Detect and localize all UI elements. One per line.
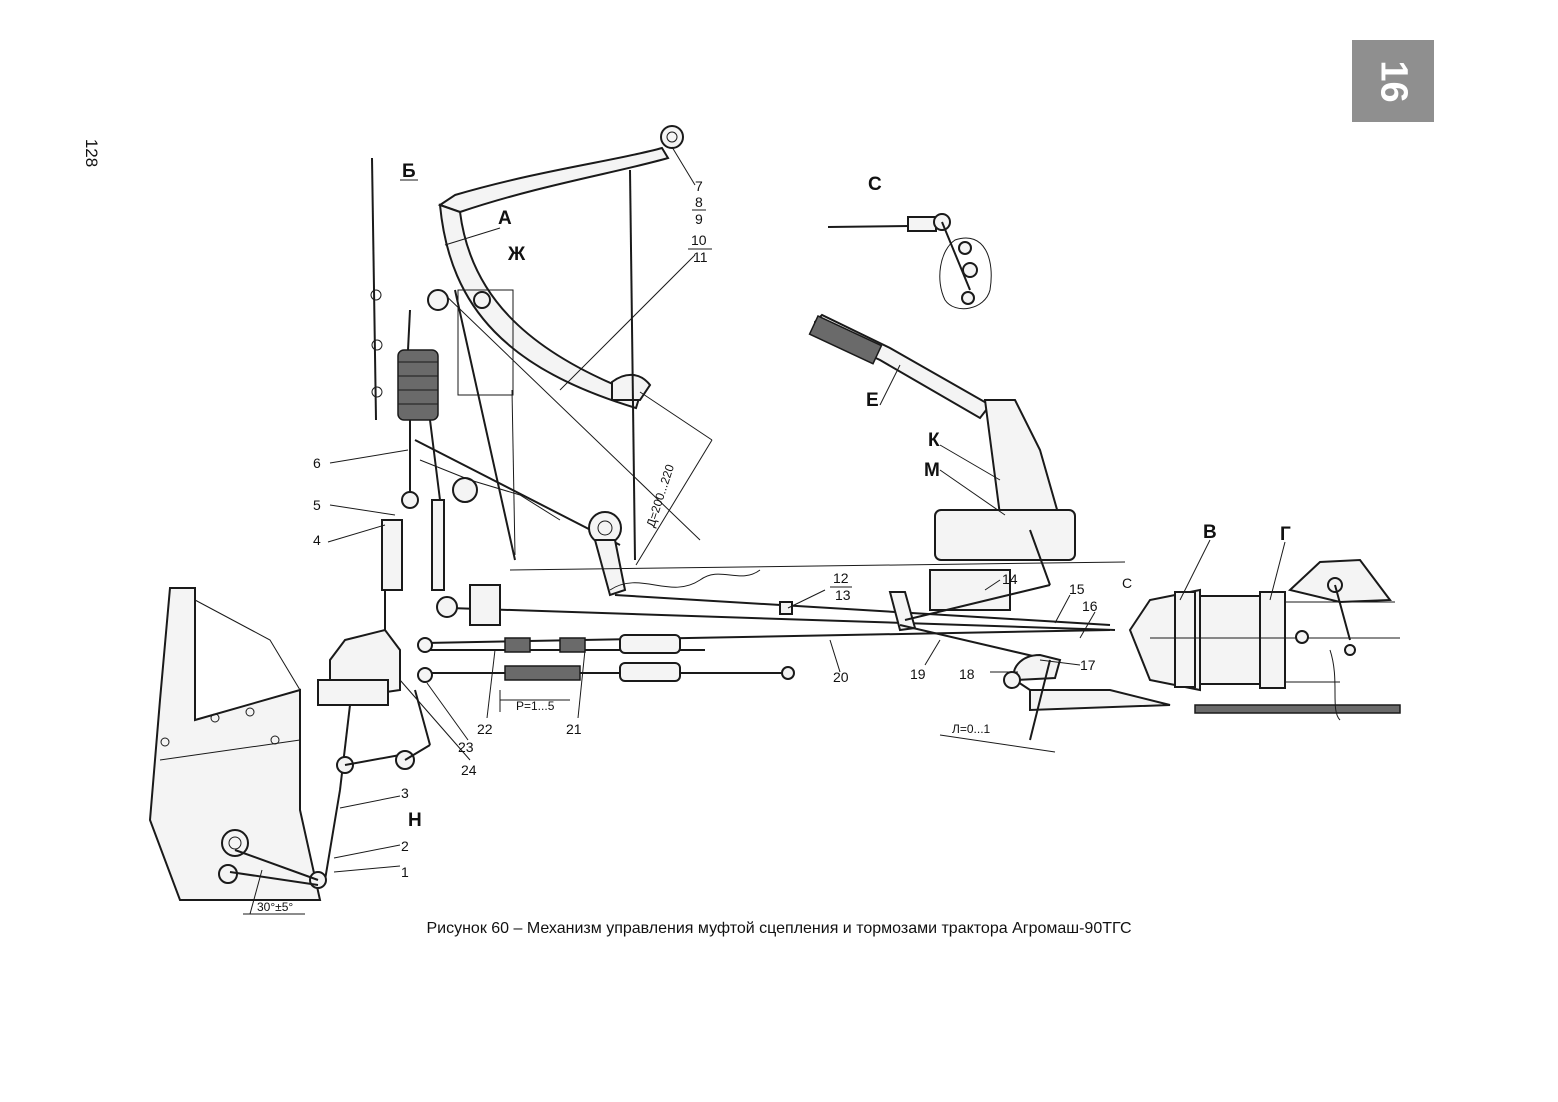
callout-1: 1 (401, 864, 409, 880)
callout-14: 14 (1002, 571, 1018, 587)
callout-leaders (327, 146, 1286, 873)
callout-12: 12 (833, 570, 849, 586)
label-n: Н (408, 810, 422, 831)
horizontal-rods (404, 629, 1111, 761)
callout-8: 8 (695, 194, 703, 210)
callout-2: 2 (401, 838, 409, 854)
gearbox-housing (148, 587, 322, 901)
callout-4: 4 (313, 532, 321, 548)
control-rod-b (370, 157, 383, 421)
dimension-angle: 30°±5° (257, 900, 293, 914)
master-cylinder (218, 590, 415, 889)
callout-16: 16 (1082, 598, 1098, 614)
dimension-lines (243, 179, 1056, 915)
dimension-d: Д=200...220 (644, 462, 678, 529)
label-c-arrow: С (1122, 575, 1132, 591)
brake-rods (436, 561, 1126, 631)
label-a: А (498, 208, 512, 229)
callout-15: 15 (1069, 581, 1085, 597)
rear-axle-brake (1128, 558, 1401, 721)
callout-7: 7 (695, 178, 703, 194)
callout-18: 18 (959, 666, 975, 682)
callout-23: 23 (458, 739, 474, 755)
callout-10: 10 (691, 232, 707, 248)
callout-20: 20 (833, 669, 849, 685)
label-v: В (1203, 522, 1217, 543)
clutch-booster (381, 309, 445, 591)
label-k: К (928, 430, 940, 451)
callout-17: 17 (1080, 657, 1096, 673)
label-e: Е (866, 390, 879, 411)
label-g: Г (1280, 524, 1291, 545)
callout-24: 24 (461, 762, 477, 778)
label-b: Б (402, 161, 416, 182)
figure-caption: Рисунок 60 – Механизм управления муфтой … (426, 920, 1132, 937)
brake-levers (888, 569, 1171, 741)
callout-11: 11 (693, 249, 708, 265)
brake-pedal-linkage (414, 169, 701, 597)
callout-13: 13 (835, 587, 851, 603)
callout-19: 19 (910, 666, 926, 682)
callout-5: 5 (313, 497, 321, 513)
label-c-view: С (868, 174, 882, 195)
dimension-p: Р=1...5 (516, 699, 555, 713)
callout-22: 22 (477, 721, 493, 737)
callout-6: 6 (313, 455, 321, 471)
chapter-tab: 16 (1352, 40, 1434, 122)
callout-9: 9 (695, 211, 703, 227)
label-zh: Ж (507, 244, 526, 265)
callout-3: 3 (401, 785, 409, 801)
callout-21: 21 (566, 721, 582, 737)
view-c-detail (827, 213, 992, 310)
label-m: М (924, 460, 940, 481)
parking-brake-lever (808, 313, 1076, 621)
dimension-l: Л=0...1 (952, 722, 991, 736)
